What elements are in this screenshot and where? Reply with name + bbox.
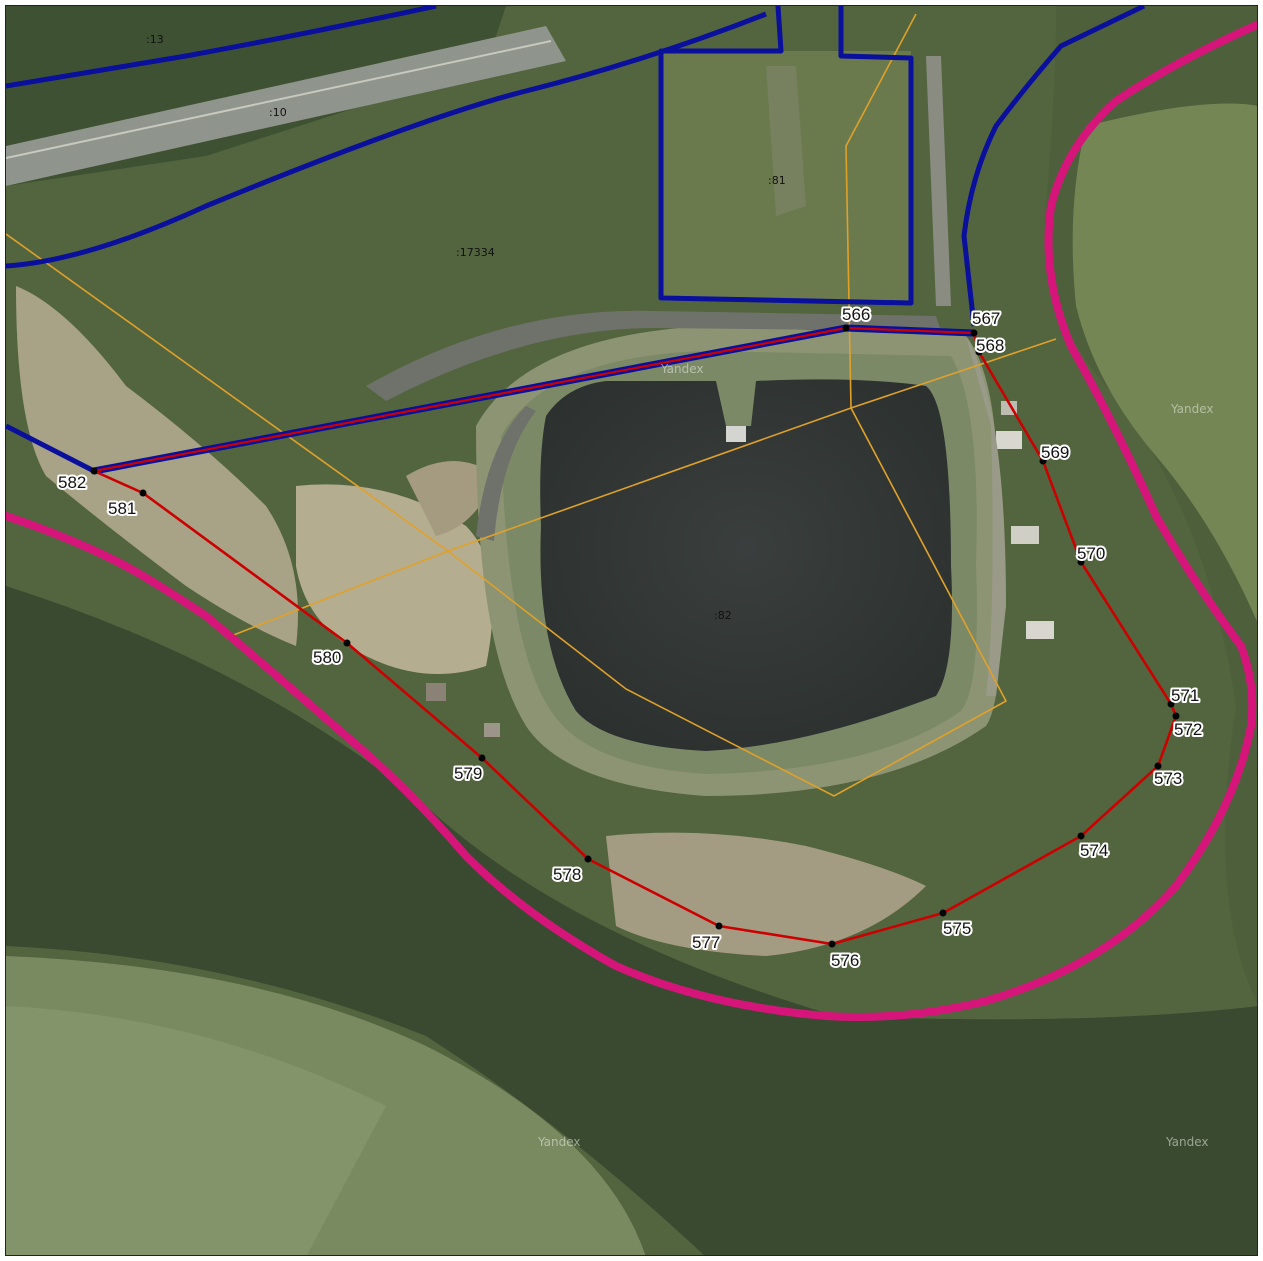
parcel-label-13[interactable]: :13 xyxy=(146,33,164,46)
watermark-label: Yandex xyxy=(1170,402,1214,416)
point-label-577: 577 xyxy=(692,933,720,952)
boundary-point-567[interactable] xyxy=(970,329,978,337)
boundary-point-568[interactable] xyxy=(975,348,983,356)
point-label-567: 567 xyxy=(972,309,1000,328)
point-label-570: 570 xyxy=(1077,544,1105,563)
boundary-point-labels: 566 567 568 569 570 571 572 573 574 575 … xyxy=(56,303,1204,972)
aerial-imagery xyxy=(6,6,1257,1255)
point-label-579: 579 xyxy=(454,764,482,783)
watermark-label: Yandex xyxy=(660,362,704,376)
boundary-point-572[interactable] xyxy=(1172,712,1180,720)
parcel-label-10[interactable]: :10 xyxy=(269,106,287,119)
watermark-label: Yandex xyxy=(1165,1135,1209,1149)
parcel-label-82[interactable]: :82 xyxy=(714,609,732,622)
boundary-point-581[interactable] xyxy=(139,489,147,497)
map-canvas[interactable]: Yandex Yandex Yandex Yandex :13 :10 :81 … xyxy=(6,6,1258,1256)
parcel-labels: :13 :10 :81 :17334 :82 xyxy=(146,33,786,622)
boundary-point-574[interactable] xyxy=(1077,832,1085,840)
boundary-point-577[interactable] xyxy=(715,922,723,930)
boundary-point-570[interactable] xyxy=(1077,558,1085,566)
grid-lines xyxy=(6,13,1057,797)
map-frame[interactable]: Yandex Yandex Yandex Yandex :13 :10 :81 … xyxy=(5,5,1258,1256)
boundary-point-566[interactable] xyxy=(842,324,850,332)
point-label-580: 580 xyxy=(313,648,341,667)
boundary-point-579[interactable] xyxy=(478,754,486,762)
parcel-boundary-10 xyxy=(6,11,767,269)
boundary-point-580[interactable] xyxy=(343,639,351,647)
boundary-point-582[interactable] xyxy=(90,467,98,475)
point-label-568: 568 xyxy=(976,336,1004,355)
watermark-label: Yandex xyxy=(537,1135,581,1149)
cadastral-boundaries xyxy=(6,6,1146,474)
parcel-label-81[interactable]: :81 xyxy=(768,174,786,187)
point-label-575: 575 xyxy=(943,919,971,938)
point-label-578: 578 xyxy=(553,865,581,884)
parcel-boundary-13 xyxy=(6,6,437,89)
point-label-566: 566 xyxy=(842,305,870,324)
parcel-boundary-east xyxy=(961,6,1146,327)
point-label-569: 569 xyxy=(1041,443,1069,462)
boundary-point-569[interactable] xyxy=(1039,457,1047,465)
boundary-point-578[interactable] xyxy=(584,855,592,863)
boundary-point-576[interactable] xyxy=(828,940,836,948)
boundary-point-571[interactable] xyxy=(1167,700,1175,708)
point-label-574: 574 xyxy=(1080,841,1108,860)
point-label-572: 572 xyxy=(1174,720,1202,739)
boundary-point-575[interactable] xyxy=(939,909,947,917)
point-label-571: 571 xyxy=(1171,686,1199,705)
boundary-point-573[interactable] xyxy=(1154,762,1162,770)
parcel-label-17334[interactable]: :17334 xyxy=(456,246,495,259)
point-label-582: 582 xyxy=(58,473,86,492)
point-label-576: 576 xyxy=(831,951,859,970)
parcel-boundary-west xyxy=(6,423,96,474)
parcel-boundary-81 xyxy=(658,6,914,306)
zone-boundary xyxy=(6,20,1257,1021)
imagery-watermarks: Yandex Yandex Yandex Yandex xyxy=(537,362,1214,1149)
point-label-573: 573 xyxy=(1154,769,1182,788)
boundary-point-markers xyxy=(90,324,1180,948)
surveyed-boundary xyxy=(93,332,1178,946)
point-label-581: 581 xyxy=(108,499,136,518)
